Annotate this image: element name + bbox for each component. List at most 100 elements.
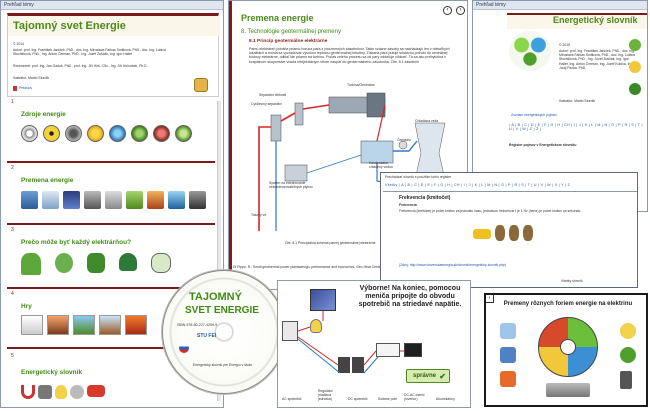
frog-icon[interactable] (55, 253, 73, 273)
right-tab[interactable]: Prehľad témy (473, 1, 647, 10)
character-icons (21, 253, 171, 275)
pilot-icon (523, 225, 533, 241)
page-title: Tajomný svet Energie (13, 20, 126, 32)
biogas-icon[interactable] (126, 191, 143, 209)
separator-shape (294, 102, 304, 126)
solar-panel-shape (310, 289, 336, 311)
poster-panel: ‹ Premeny rôznych foriem energie na elek… (484, 293, 648, 407)
game-label-dc: DC spotrebič (348, 397, 368, 401)
popup-header: Prechádzať slovník s použitím tohto regi… (385, 175, 452, 179)
divider (7, 223, 215, 225)
popup-alphabet[interactable]: Všetky | A | B | C | D | E | F | G | H |… (385, 183, 571, 187)
bulb-icon[interactable] (55, 385, 67, 399)
game-house-icon[interactable] (99, 315, 121, 335)
right-illustrator: Ilustrátor: Martin Sturdík (559, 99, 596, 103)
plug-icon[interactable] (38, 385, 52, 399)
magnet-icon[interactable] (21, 385, 35, 399)
label-gas-system: Systém na extrahovanie nekondenzovateľný… (269, 181, 313, 190)
left-title-card: Tajomný svet Energie © 2014 Autori: prof… (7, 13, 220, 97)
center-subtitle: 8. Technológie geotermálnej premeny (241, 29, 341, 35)
cow-icon[interactable] (151, 253, 171, 273)
correct-button-label: správne (413, 373, 437, 379)
sun-poster-icon (620, 323, 636, 339)
geothermal-icon[interactable] (153, 125, 170, 142)
solar-panel-icon[interactable] (63, 191, 80, 209)
chimney-icon (546, 383, 590, 397)
game-label-battery: Akumulátory (436, 397, 455, 401)
register-label[interactable]: Register pojmov v Energetickom slovníku (509, 143, 577, 147)
game-landscape-icon[interactable] (73, 315, 95, 335)
section-3-num: 3 (11, 227, 14, 233)
coal-plant-icon[interactable] (189, 191, 206, 209)
sun-icon[interactable] (87, 125, 104, 142)
tidal-icon[interactable] (168, 191, 185, 209)
preface-link[interactable]: Predslov (19, 86, 33, 90)
popup-footer[interactable]: Všetky slovník (561, 279, 583, 283)
scrollbar[interactable] (217, 101, 221, 401)
bird-icon[interactable] (119, 253, 137, 271)
tree-icon (620, 347, 636, 363)
nuclear-plant-icon[interactable] (105, 191, 122, 209)
wind-turbine-icon[interactable] (42, 191, 59, 209)
left-panel: Prehľad témy Tajomný svet Energie © 2014… (0, 0, 224, 408)
section-2-title[interactable]: Premena energie (21, 177, 74, 184)
entry-link[interactable]: (Zdroj: http://www.slovenskaenergia.sk/s… (399, 263, 506, 267)
cd-title-1: TAJOMNÝ (189, 291, 242, 303)
factory-icon[interactable] (84, 191, 101, 209)
cyclone-shape (270, 114, 282, 142)
dragon-icon[interactable] (21, 253, 41, 275)
plant-icon[interactable] (175, 125, 192, 142)
wind-icon[interactable] (21, 125, 38, 142)
geothermal-plant-icon[interactable] (147, 191, 164, 209)
label-cooling-tower: Chladiaca veža (415, 119, 439, 123)
hydro-dam-icon[interactable] (21, 191, 38, 209)
plug-center-icon (560, 339, 576, 355)
nuclear-icon[interactable] (43, 125, 60, 142)
biomass-icon[interactable] (131, 125, 148, 142)
poster-nav-icon[interactable]: ‹ (486, 295, 494, 303)
cd-flag-icon (179, 343, 189, 353)
recycle-logo (509, 31, 551, 71)
alphabet-nav[interactable]: | A | B | C | D | E | F | G | H | CH | I… (509, 123, 643, 131)
conversion-icons (21, 191, 206, 209)
game-puzzle-icon[interactable] (21, 315, 43, 335)
section-2-num: 2 (11, 165, 14, 171)
label-separator: Separátor vlhkosti (259, 93, 287, 97)
entry-text: Frekvencia (kmitočet) je počet kmitov za… (399, 209, 582, 213)
correct-button[interactable]: správne ✔ (406, 369, 450, 383)
lizard-icon[interactable] (87, 253, 105, 273)
condenser-shape (360, 140, 394, 164)
left-tab[interactable]: Prehľad témy (1, 1, 223, 10)
game-label-solar: Solárne pole (378, 397, 398, 401)
game-label-inverter: DC-AC menič (invertor) (404, 393, 425, 402)
section-5-title[interactable]: Energetický slovník (21, 369, 83, 376)
forward-button[interactable]: › (456, 6, 465, 15)
car-icon[interactable] (87, 385, 105, 397)
section-4-title[interactable]: Hry (21, 303, 32, 310)
coal-icon[interactable] (65, 125, 82, 142)
game-label-ac: AC spotrebič (282, 397, 302, 401)
battery-shape (352, 357, 364, 373)
back-button[interactable]: ‹ (443, 6, 452, 15)
list-label[interactable]: Zoznam energetických pojmov (511, 113, 557, 117)
game-panel: Výborne! Na koniec, pomocou meniča pripo… (277, 280, 471, 408)
fire-icon (500, 371, 516, 387)
dc-bulb-icon (310, 319, 322, 333)
dictionary-popup: Prechádzať slovník s použitím tohto regi… (380, 172, 638, 288)
game-ship-icon[interactable] (47, 315, 69, 335)
section-3-title[interactable]: Prečo môže byť každý elektrárňou? (21, 239, 132, 246)
regulator-shape (282, 321, 298, 341)
water-icon[interactable] (109, 125, 126, 142)
windmill-icon (500, 323, 516, 339)
game-sunset-icon[interactable] (125, 315, 147, 335)
pdf-icon[interactable] (13, 86, 17, 91)
label-cyclone: Cyklónový separátor (251, 102, 282, 106)
left-title-bar (8, 16, 220, 36)
tv-icon (404, 343, 422, 357)
left-illustrator: Ilustrátor: Martin Sturdík (13, 76, 50, 80)
wave-icon[interactable] (70, 385, 84, 399)
cd-disc: TAJOMNÝ SVET ENERGIE ISBN 978-80-227-425… (162, 270, 286, 394)
right-leaf-icon (629, 83, 641, 95)
section-1-title[interactable]: Zdroje energie (21, 111, 66, 118)
right-title: Energetický slovník (553, 15, 638, 25)
